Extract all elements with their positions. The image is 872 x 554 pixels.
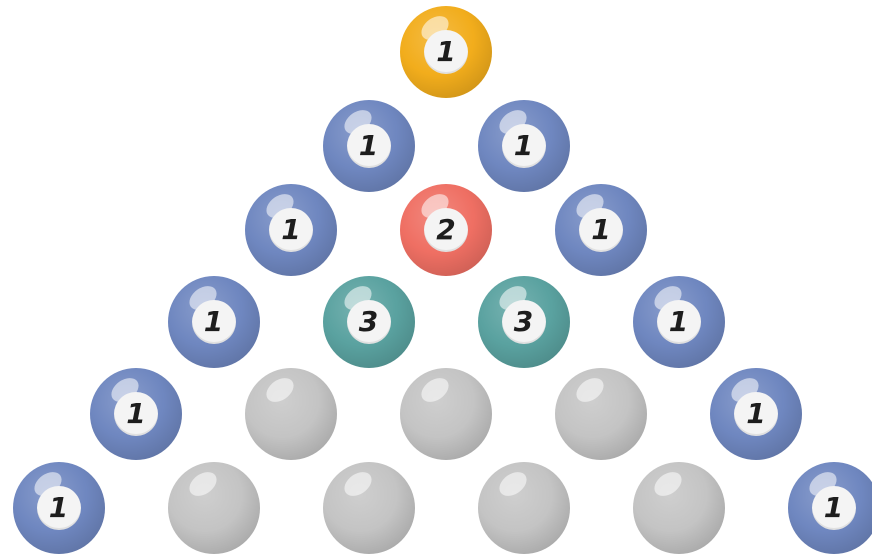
ball-number-disc: 1 bbox=[192, 300, 236, 344]
ball-number: 3 bbox=[514, 308, 533, 336]
ball-number: 1 bbox=[436, 38, 455, 66]
ball-number-disc: 3 bbox=[347, 300, 391, 344]
blank-ball bbox=[633, 462, 725, 554]
blank-ball bbox=[168, 462, 260, 554]
ball-number: 1 bbox=[514, 132, 533, 160]
numbered-ball: 1 bbox=[90, 368, 182, 460]
blank-ball bbox=[478, 462, 570, 554]
ball-number: 1 bbox=[591, 216, 610, 244]
numbered-ball: 3 bbox=[478, 276, 570, 368]
ball-number-disc: 1 bbox=[347, 124, 391, 168]
ball-number-disc: 3 bbox=[502, 300, 546, 344]
numbered-ball: 3 bbox=[323, 276, 415, 368]
numbered-ball: 1 bbox=[478, 100, 570, 192]
numbered-ball: 1 bbox=[168, 276, 260, 368]
ball-number: 1 bbox=[359, 132, 378, 160]
blank-ball bbox=[555, 368, 647, 460]
ball-number-disc: 2 bbox=[424, 208, 468, 252]
ball-number-disc: 1 bbox=[269, 208, 313, 252]
numbered-ball: 1 bbox=[400, 6, 492, 98]
numbered-ball: 1 bbox=[245, 184, 337, 276]
numbered-ball: 1 bbox=[710, 368, 802, 460]
ball-number: 1 bbox=[126, 400, 145, 428]
ball-number-disc: 1 bbox=[37, 486, 81, 530]
ball-number-disc: 1 bbox=[579, 208, 623, 252]
ball-number: 1 bbox=[669, 308, 688, 336]
numbered-ball: 1 bbox=[555, 184, 647, 276]
numbered-ball: 1 bbox=[13, 462, 105, 554]
ball-number: 3 bbox=[359, 308, 378, 336]
ball-number: 1 bbox=[746, 400, 765, 428]
blank-ball bbox=[400, 368, 492, 460]
ball-number: 1 bbox=[204, 308, 223, 336]
ball-number-disc: 1 bbox=[657, 300, 701, 344]
numbered-ball: 2 bbox=[400, 184, 492, 276]
blank-ball bbox=[245, 368, 337, 460]
ball-number-disc: 1 bbox=[734, 392, 778, 436]
blank-ball bbox=[323, 462, 415, 554]
ball-number-disc: 1 bbox=[424, 30, 468, 74]
numbered-ball: 1 bbox=[323, 100, 415, 192]
ball-number-disc: 1 bbox=[812, 486, 856, 530]
numbered-ball: 1 bbox=[633, 276, 725, 368]
ball-number: 1 bbox=[281, 216, 300, 244]
ball-number-disc: 1 bbox=[502, 124, 546, 168]
ball-number: 2 bbox=[436, 216, 455, 244]
numbered-ball: 1 bbox=[788, 462, 872, 554]
ball-number-disc: 1 bbox=[114, 392, 158, 436]
ball-number: 1 bbox=[49, 494, 68, 522]
ball-number: 1 bbox=[824, 494, 843, 522]
